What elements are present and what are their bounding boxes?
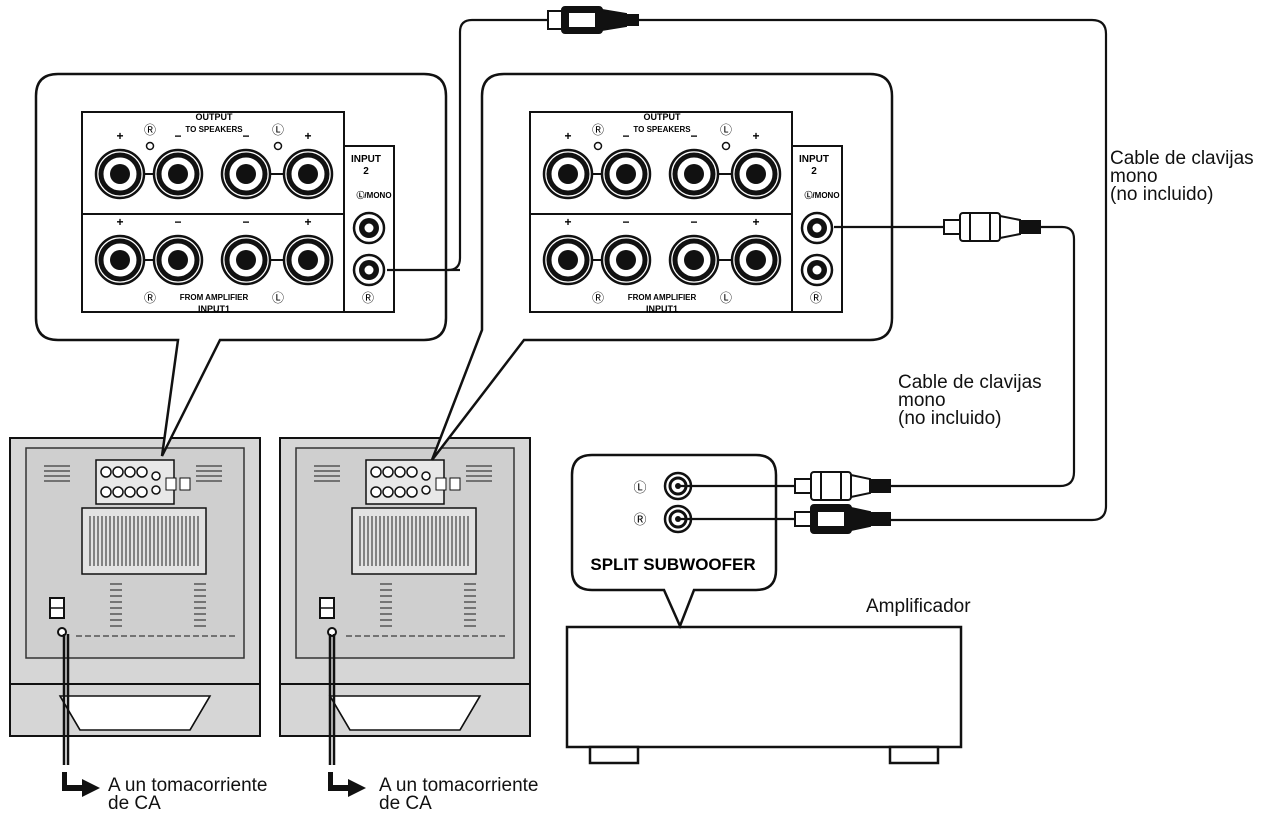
outlet-label-right: A un tomacorriente de CA — [379, 775, 539, 814]
amplifier-callout — [570, 453, 778, 630]
polarity-mark: + — [564, 129, 571, 143]
input2-l-mono-jack — [800, 211, 834, 245]
terminal-panel-left: OUTPUT TO SPEAKERS FROM AMPLIFIER INPUT1 INP… — [81, 111, 395, 314]
amplifier-label-text: Amplificador — [866, 596, 971, 617]
output-binding-post — [670, 150, 718, 198]
split-subwoofer-label: SPLIT SUBWOOFER — [590, 555, 755, 574]
rca-plug-top — [547, 6, 639, 34]
polarity-mark: + — [752, 129, 759, 143]
cable-label-top-right: Cable de clavijas mono (no incluido) — [1110, 148, 1254, 205]
polarity-mark: + — [304, 215, 311, 229]
cable-label-middle-line3: (no incluido) — [898, 408, 1002, 429]
output-label: OUTPUT — [196, 112, 234, 122]
input1-left-symbol: Ⓛ — [272, 291, 284, 305]
output-left-symbol: Ⓛ — [720, 123, 732, 137]
polarity-mark: + — [304, 129, 311, 143]
outlet-arrow-right-icon — [328, 772, 366, 797]
cable-label-middle-line1: Cable de clavijas — [898, 372, 1042, 393]
input2-right-symbol: Ⓡ — [810, 291, 822, 305]
output-left-symbol: Ⓛ — [272, 123, 284, 137]
polarity-mark: + — [564, 215, 571, 229]
input2-r-jack — [352, 253, 386, 287]
input1-right-symbol: Ⓡ — [592, 291, 604, 305]
amplifier-right-symbol: Ⓡ — [633, 512, 646, 527]
input1-binding-post — [670, 236, 718, 284]
subwoofer-right — [279, 437, 531, 737]
rca-plug-middle — [943, 212, 1041, 242]
cables — [387, 18, 1108, 522]
rca-plug-amp-r — [794, 504, 891, 534]
output-binding-post — [544, 150, 592, 198]
outlet-label-right-line2: de CA — [379, 793, 432, 814]
cable-label-top-right-line1: Cable de clavijas — [1110, 148, 1254, 169]
outlet-label-right-line1: A un tomacorriente — [379, 775, 539, 796]
output-binding-post — [732, 150, 780, 198]
cable-label-top-right-line2: mono — [1110, 166, 1158, 187]
polarity-mark: − — [174, 129, 181, 143]
to-speakers-label: TO SPEAKERS — [185, 125, 243, 134]
input1-binding-post — [544, 236, 592, 284]
amplifier — [565, 625, 963, 765]
input1-binding-post — [732, 236, 780, 284]
input1-binding-post — [602, 236, 650, 284]
output-binding-post — [154, 150, 202, 198]
output-binding-post — [602, 150, 650, 198]
mono-label: Ⓛ/MONO — [804, 190, 839, 200]
cable-label-middle: Cable de clavijas mono (no incluido) — [898, 372, 1042, 429]
terminal-panel-right: OUTPUT TO SPEAKERS FROM AMPLIFIER INPUT1 INP… — [529, 111, 843, 314]
input1-right-symbol: Ⓡ — [144, 291, 156, 305]
amplifier-left-symbol: Ⓛ — [633, 480, 646, 495]
polarity-mark: + — [116, 129, 123, 143]
outlet-label-left-line1: A un tomacorriente — [108, 775, 268, 796]
output-binding-post — [96, 150, 144, 198]
input1-label: INPUT1 — [646, 304, 678, 314]
input2-number: 2 — [363, 166, 369, 177]
power-cords — [62, 634, 336, 765]
input2-l-mono-jack — [352, 211, 386, 245]
cable-label-middle-line2: mono — [898, 390, 946, 411]
to-speakers-label: TO SPEAKERS — [633, 125, 691, 134]
from-amplifier-label: FROM AMPLIFIER — [180, 293, 249, 302]
polarity-mark: − — [174, 215, 181, 229]
polarity-mark: + — [116, 215, 123, 229]
input1-binding-post — [284, 236, 332, 284]
input1-binding-post — [222, 236, 270, 284]
input1-binding-post — [154, 236, 202, 284]
input2-right-symbol: Ⓡ — [362, 291, 374, 305]
outlet-label-left-line2: de CA — [108, 793, 161, 814]
polarity-mark: − — [242, 215, 249, 229]
polarity-mark: − — [622, 129, 629, 143]
polarity-mark: + — [752, 215, 759, 229]
input2-number: 2 — [811, 166, 817, 177]
mono-label: Ⓛ/MONO — [356, 190, 391, 200]
output-right-symbol: Ⓡ — [592, 123, 604, 137]
input1-label: INPUT1 — [198, 304, 230, 314]
rca-plug-amp-l — [794, 471, 891, 501]
amplifier-label: Amplificador — [866, 596, 971, 617]
output-label: OUTPUT — [644, 112, 682, 122]
output-binding-post — [284, 150, 332, 198]
outlet-arrow-left-icon — [62, 772, 100, 797]
subwoofer-left — [9, 437, 261, 737]
output-right-symbol: Ⓡ — [144, 123, 156, 137]
input2-label: INPUT — [351, 154, 381, 165]
input2-r-jack — [800, 253, 834, 287]
polarity-mark: − — [242, 129, 249, 143]
from-amplifier-label: FROM AMPLIFIER — [628, 293, 697, 302]
input1-left-symbol: Ⓛ — [720, 291, 732, 305]
polarity-mark: − — [690, 215, 697, 229]
polarity-mark: − — [622, 215, 629, 229]
terminal-panels: OUTPUT TO SPEAKERS FROM AMPLIFIER INPUT1 INP… — [81, 111, 843, 314]
polarity-mark: − — [690, 129, 697, 143]
output-binding-post — [222, 150, 270, 198]
input2-label: INPUT — [799, 154, 829, 165]
input1-binding-post — [96, 236, 144, 284]
cable-label-top-right-line3: (no incluido) — [1110, 184, 1214, 205]
outlet-label-left: A un tomacorriente de CA — [108, 775, 268, 814]
